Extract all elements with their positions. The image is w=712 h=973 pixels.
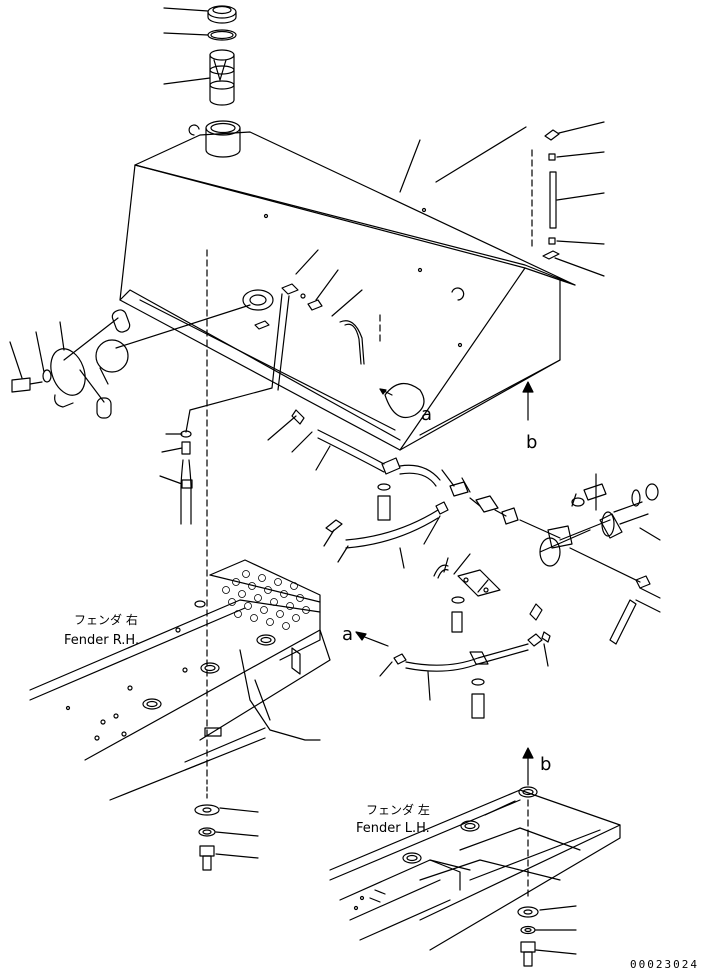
bracket-icon (399, 121, 605, 277)
fender-rh-icon (29, 559, 331, 801)
fuel-hose-icon (267, 409, 441, 521)
fuel-filter-icon (441, 469, 661, 645)
level-gauge-icon (11, 304, 251, 419)
ref-letter-b-tank: b (526, 432, 537, 453)
ref-letter-b-fender: b (540, 754, 551, 775)
alignment-line (206, 149, 533, 781)
ref-letter-a-hose: a (342, 624, 353, 645)
fender-lh-icon (329, 786, 621, 951)
mount-bracket-icon (433, 553, 501, 633)
fender-rh-label-jp: フェンダ 右 (74, 612, 138, 627)
return-hose-icon (379, 603, 551, 719)
ref-arrow-a (361, 635, 389, 647)
seal-ring-icon (163, 29, 237, 41)
bolt-stack-icon (517, 905, 577, 967)
fender-lh-label-jp: フェンダ 左 (366, 802, 430, 817)
fuel-tank-icon (119, 120, 576, 451)
fender-lh-label-en: Fender L.H. (356, 821, 430, 836)
strainer-icon (163, 49, 235, 106)
filler-cap-icon (163, 5, 237, 24)
bolt-stack-icon (194, 804, 259, 871)
ref-letter-a-tank: a (421, 404, 432, 425)
checker-plate-icon (222, 570, 310, 630)
fitting-icon (159, 249, 365, 525)
drawing-code: 00023024 (630, 958, 699, 971)
fuel-hose-icon (323, 501, 449, 569)
fender-rh-label-en: Fender R.H. (64, 633, 139, 648)
